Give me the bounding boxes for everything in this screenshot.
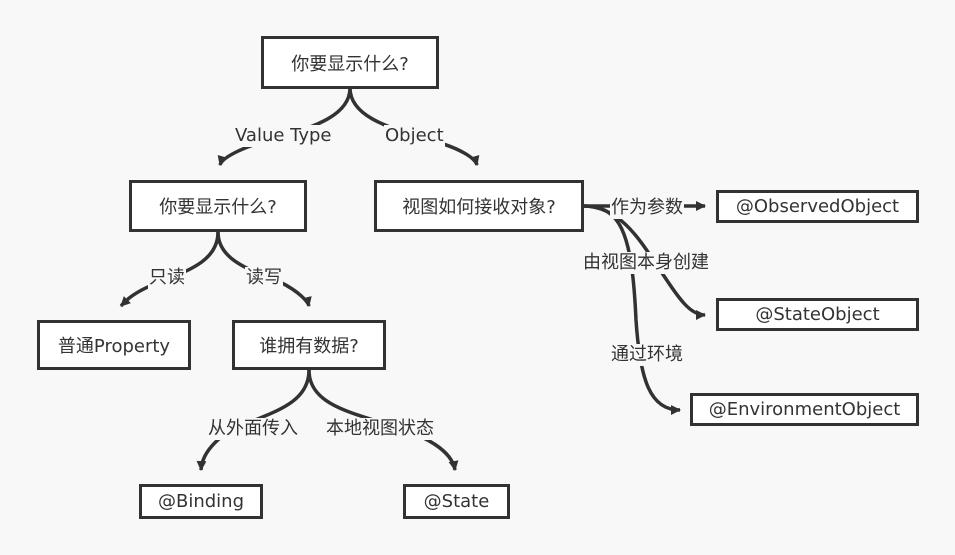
node-plain-property-text: 普通Property (57, 336, 171, 357)
node-object-question-text: 视图如何接收对象? (402, 197, 556, 218)
edge-label-local-state: 本地视图状态 (325, 418, 435, 440)
node-environment-object: @EnvironmentObject (690, 393, 919, 426)
edge-label-as-parameter: 作为参数 (610, 197, 684, 219)
node-state-text: @State (423, 491, 490, 512)
node-state-object: @StateObject (716, 298, 919, 331)
node-observed-object-text: @ObservedObject (735, 196, 900, 217)
node-binding: @Binding (139, 484, 263, 519)
node-state-object-text: @StateObject (755, 304, 880, 325)
node-observed-object: @ObservedObject (716, 190, 919, 223)
node-root-text: 你要显示什么? (291, 53, 409, 75)
edge-label-object: Object (384, 125, 445, 147)
edge-label-created-by-view: 由视图本身创建 (582, 252, 710, 274)
edge-label-from-outside: 从外面传入 (207, 418, 299, 440)
node-value-type-question: 你要显示什么? (129, 180, 307, 232)
node-binding-text: @Binding (157, 491, 245, 512)
edge-label-read-only: 只读 (148, 267, 186, 289)
node-who-owns-text: 谁拥有数据? (259, 336, 359, 357)
edge-label-read-write: 读写 (245, 267, 283, 289)
node-state: @State (403, 484, 510, 519)
node-environment-object-text: @EnvironmentObject (708, 399, 901, 420)
edge-label-value-type: Value Type (234, 125, 333, 147)
node-plain-property: 普通Property (37, 320, 191, 370)
node-root: 你要显示什么? (261, 36, 439, 89)
edge-label-via-environment: 通过环境 (610, 344, 684, 366)
edge-via-environment (582, 204, 681, 415)
node-object-question: 视图如何接收对象? (374, 180, 584, 232)
node-value-type-question-text: 你要显示什么? (159, 197, 277, 218)
node-who-owns: 谁拥有数据? (232, 320, 386, 370)
